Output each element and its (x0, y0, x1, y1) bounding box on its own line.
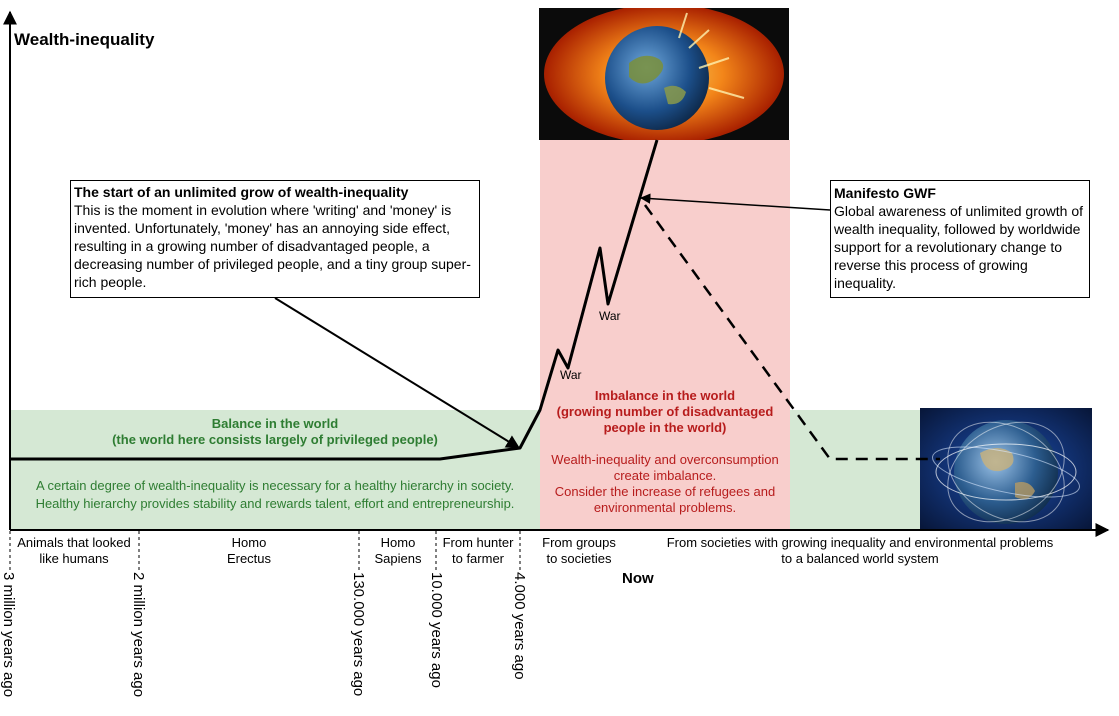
era-2-line2: Sapiens (374, 551, 422, 566)
connected-earth-icon (920, 408, 1092, 530)
manifesto-callout-body: Global awareness of unlimited growth of … (834, 203, 1084, 291)
era-label-3: From hunter to farmer (437, 535, 519, 567)
manifesto-callout-title: Manifesto GWF (834, 185, 936, 201)
balance-title-line2: (the world here consists largely of priv… (112, 432, 438, 447)
imbalance-text-line4: environmental problems. (593, 500, 737, 515)
now-label: Now (622, 570, 654, 587)
era-3-line1: From hunter (442, 535, 514, 550)
era-3-line2: to farmer (451, 551, 504, 566)
time-marker-1: 2 million years ago (130, 572, 147, 698)
balance-band (10, 410, 540, 530)
start-callout-title: The start of an unlimited grow of wealth… (74, 184, 409, 200)
era-label-1: Homo Erectus (140, 535, 358, 567)
era-4-line1: From groups (542, 535, 616, 550)
burning-earth-icon (539, 8, 789, 140)
time-marker-0: 3 million years ago (0, 572, 17, 698)
balance-text-line1: A certain degree of wealth-inequality is… (35, 478, 515, 493)
imbalance-text-line1: Wealth-inequality and overconsumption (551, 452, 779, 467)
connected-earth-image (920, 408, 1092, 530)
imbalance-title: Imbalance in the world (growing number o… (540, 388, 790, 436)
war-label-0: War (560, 368, 582, 382)
start-callout-body: This is the moment in evolution where 'w… (74, 202, 471, 290)
balance-text-line2: Healthy hierarchy provides stability and… (35, 496, 515, 511)
era-1-line2: Erectus (226, 551, 272, 566)
imbalance-title-line2: (growing number of disadvantaged (556, 404, 774, 419)
balance-title: Balance in the world (the world here con… (10, 416, 540, 448)
burning-earth-image (539, 8, 789, 140)
balance-text: A certain degree of wealth-inequality is… (10, 477, 540, 513)
time-marker-3: 10.000 years ago (428, 572, 445, 688)
time-marker-4: 4.000 years ago (511, 572, 528, 680)
era-0-line2: like humans (39, 551, 109, 566)
imbalance-text-line3: Consider the increase of refugees and (554, 484, 776, 499)
era-label-0: Animals that looked like humans (10, 535, 138, 567)
start-callout: The start of an unlimited grow of wealth… (70, 180, 480, 298)
imbalance-text: Wealth-inequality and overconsumption cr… (540, 452, 790, 516)
wealth-inequality-curve (10, 139, 659, 461)
start-connector-arrow (274, 297, 521, 449)
imbalance-text-line2: create imbalance. (613, 468, 717, 483)
era-label-4: From groups to societies (525, 535, 633, 567)
manifesto-callout: Manifesto GWF Global awareness of unlimi… (830, 180, 1090, 298)
era-1-line1: Homo (231, 535, 267, 550)
era-5-line2: to a balanced world system (781, 551, 939, 566)
era-label-5: From societies with growing inequality a… (640, 535, 1080, 567)
war-label-1: War (599, 309, 621, 323)
era-0-line1: Animals that looked (17, 535, 131, 550)
era-label-2: Homo Sapiens (360, 535, 436, 567)
era-5-line1: From societies with growing inequality a… (666, 535, 1054, 550)
manifesto-connector-arrow (639, 193, 831, 211)
imbalance-title-line1: Imbalance in the world (594, 388, 736, 403)
future-projection-curve (643, 204, 940, 461)
future-balance-band (790, 410, 920, 530)
era-2-line1: Homo (380, 535, 416, 550)
era-4-line2: to societies (546, 551, 612, 566)
y-axis-label: Wealth-inequality (14, 30, 155, 49)
time-marker-2: 130.000 years ago (350, 572, 367, 697)
imbalance-title-line3: people in the world) (603, 420, 727, 435)
balance-title-line1: Balance in the world (211, 416, 339, 431)
